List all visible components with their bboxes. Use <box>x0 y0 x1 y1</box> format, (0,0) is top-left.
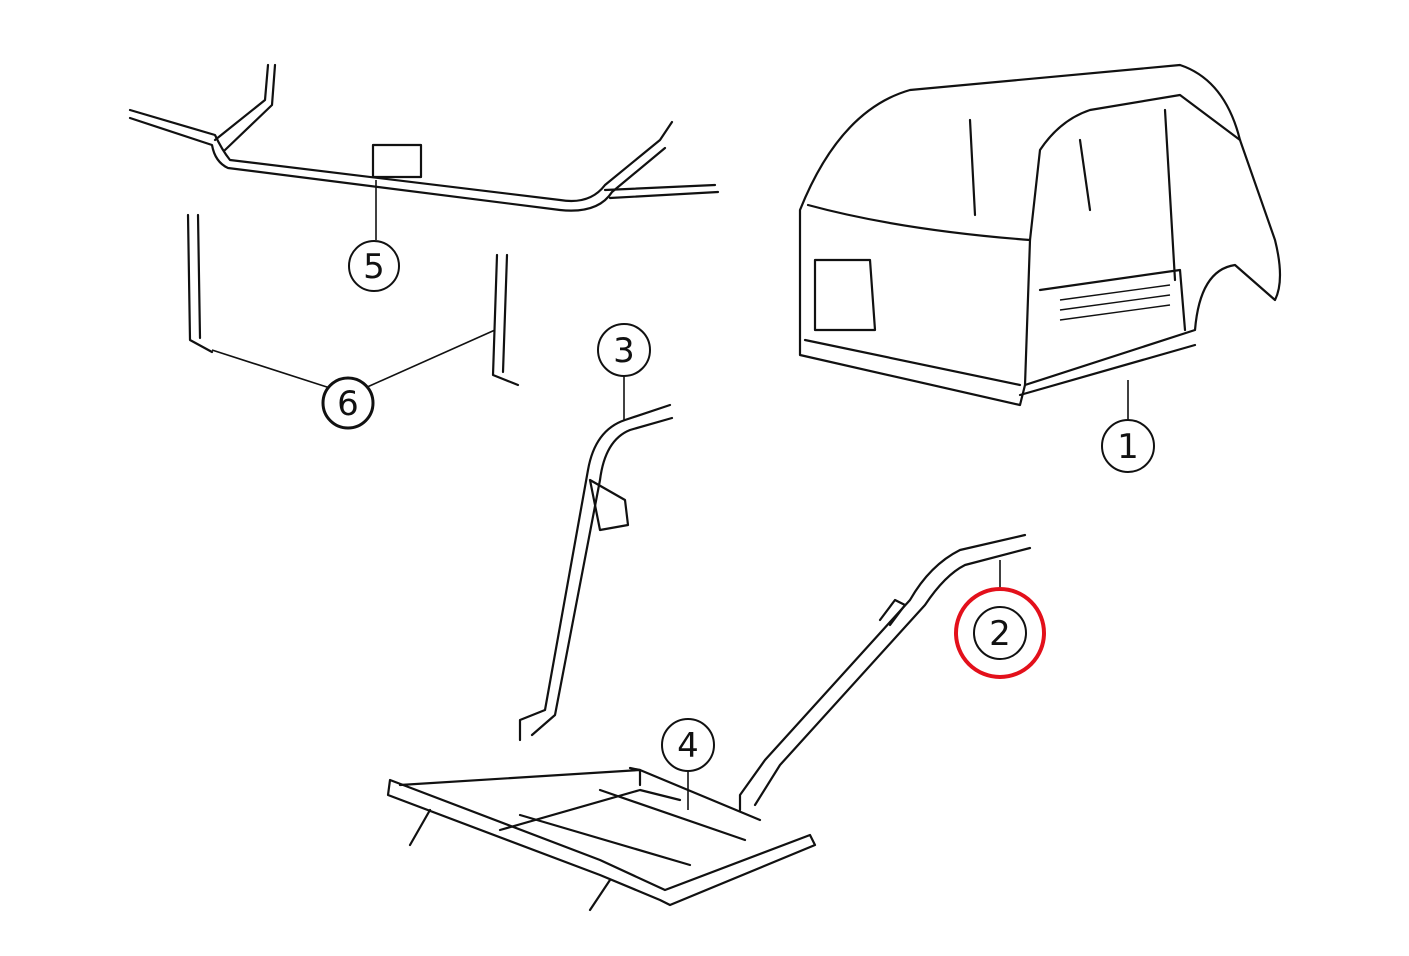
callout-4: 4 <box>661 718 715 772</box>
part-6-straps <box>186 213 520 389</box>
callout-label: 5 <box>363 247 385 287</box>
callout-label: 2 <box>989 614 1011 654</box>
callout-5: 5 <box>348 240 400 292</box>
callout-label: 6 <box>337 384 359 424</box>
callout-3: 3 <box>597 323 651 377</box>
part-2-roof-rail <box>738 533 1032 812</box>
highlight-ring <box>954 587 1046 679</box>
callout-label: 1 <box>1117 427 1139 467</box>
part-3-pillar <box>518 376 674 742</box>
part-1-body-shell <box>798 63 1282 420</box>
callout-2: 2 <box>954 587 1046 679</box>
callout-6: 6 <box>321 376 375 430</box>
part-4-floor-frame <box>386 766 817 912</box>
part-5-cross-bar <box>128 63 720 240</box>
callout-label: 4 <box>677 726 699 766</box>
callout-1: 1 <box>1101 419 1155 473</box>
callout-label: 3 <box>613 331 635 371</box>
bracket <box>371 143 423 179</box>
